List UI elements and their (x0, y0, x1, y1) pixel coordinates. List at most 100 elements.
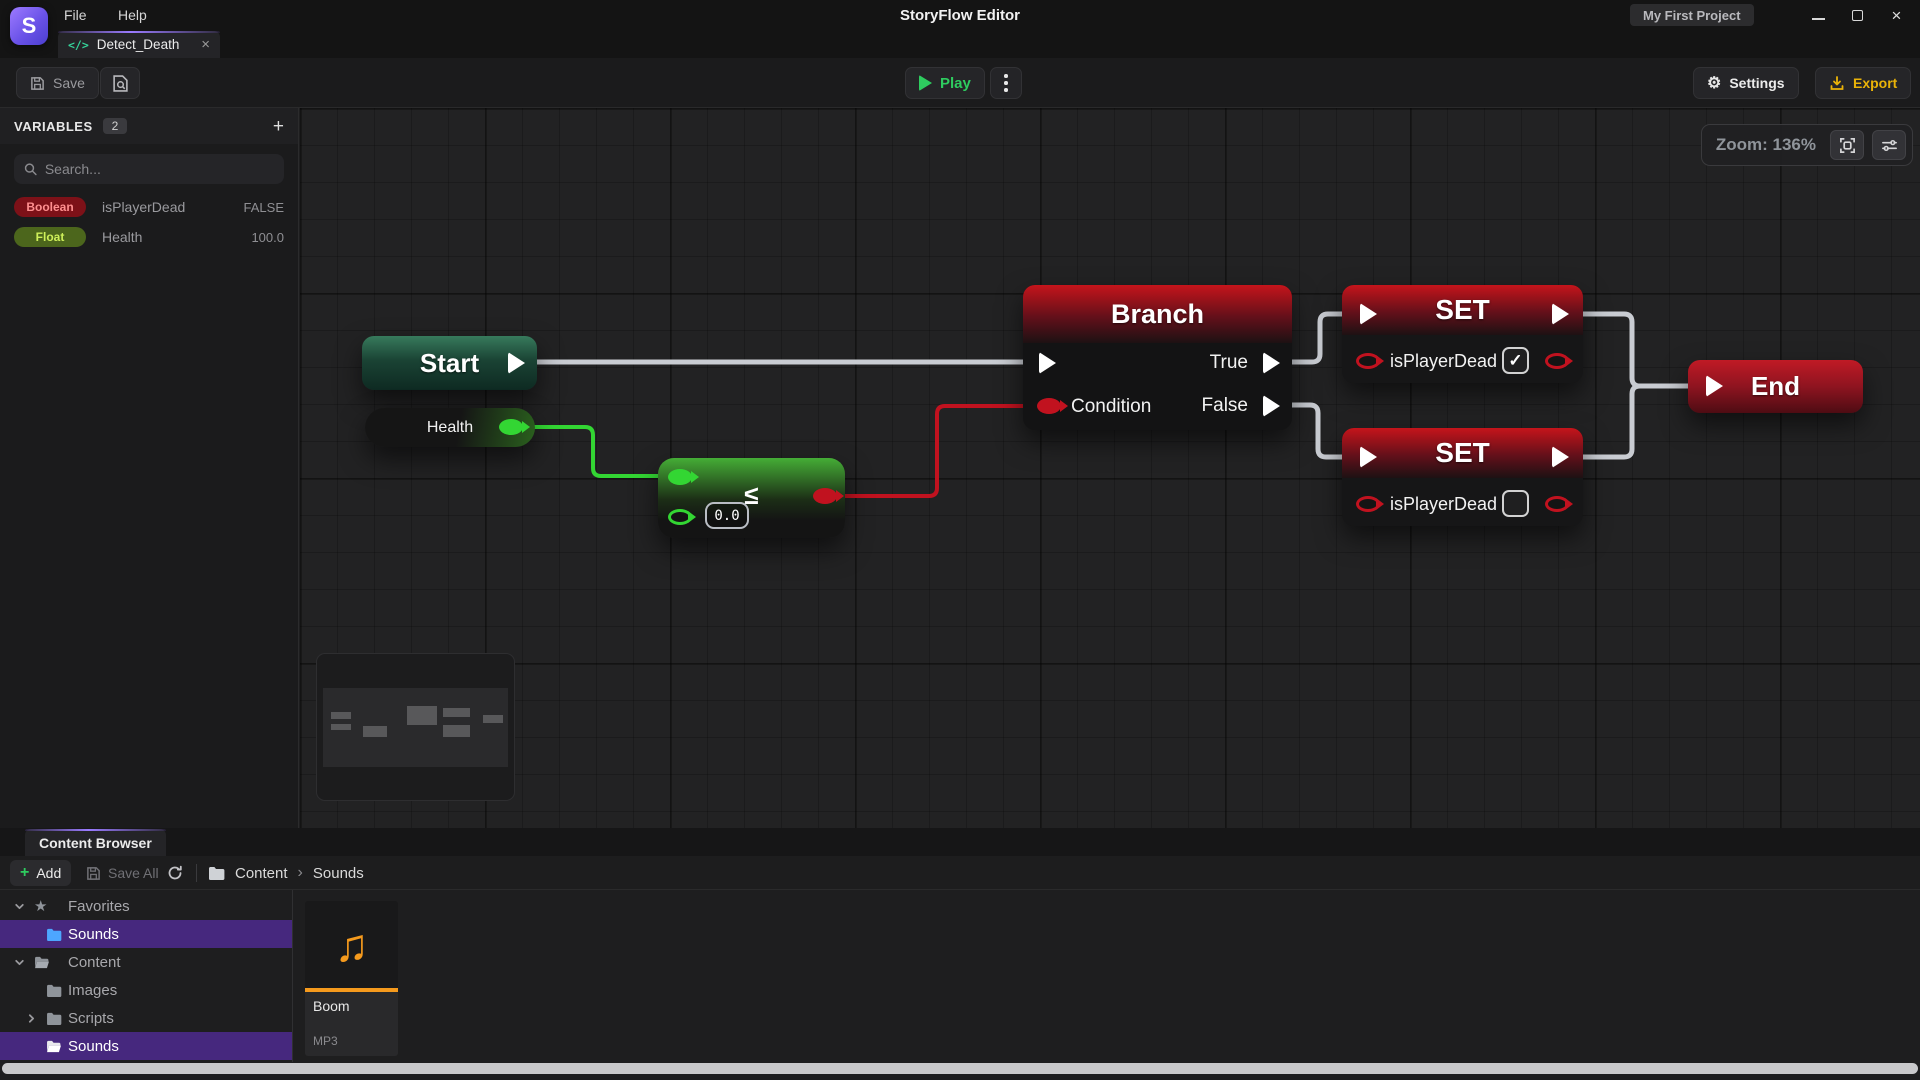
bool-output-port[interactable] (1545, 353, 1569, 369)
exec-input-port[interactable] (1039, 352, 1056, 374)
float-output-port[interactable] (499, 419, 523, 435)
tab-close-icon[interactable]: × (201, 36, 210, 53)
star-icon: ★ (34, 898, 48, 915)
node-end[interactable]: End (1688, 360, 1863, 413)
code-icon: </> (68, 37, 89, 52)
floppy-icon (31, 76, 44, 90)
bool-input-port[interactable] (1356, 353, 1380, 369)
menu-help[interactable]: Help (118, 7, 147, 23)
asset-card-boom[interactable]: ♫ Boom MP3 (305, 901, 398, 1056)
exec-output-port[interactable] (1552, 446, 1569, 468)
save-button[interactable]: Save (16, 67, 99, 99)
node-canvas[interactable]: Start Health ≤ 0.0 Branch (300, 108, 1920, 828)
file-search-button[interactable] (100, 67, 140, 99)
chevron-down-icon[interactable] (14, 901, 25, 912)
false-output-port[interactable] (1263, 395, 1280, 417)
value-checkbox-unchecked[interactable] (1502, 490, 1529, 517)
content-browser-tab-bar: Content Browser (0, 828, 1920, 856)
tree-item-favorite-sounds[interactable]: Sounds (0, 920, 292, 948)
folder-icon (46, 1012, 62, 1025)
fit-view-button[interactable] (1830, 130, 1864, 160)
true-output-port[interactable] (1263, 352, 1280, 374)
add-asset-button[interactable]: + Add (10, 860, 72, 886)
zoom-hud: Zoom: 136% (1700, 124, 1913, 166)
exec-output-port[interactable] (508, 352, 525, 374)
export-label: Export (1853, 75, 1898, 91)
play-icon (919, 75, 932, 91)
wire-setfalse-to-end[interactable] (1567, 383, 1695, 460)
plus-icon: + (20, 864, 30, 881)
node-start[interactable]: Start (362, 336, 537, 390)
condition-input-port[interactable] (1037, 398, 1061, 414)
chevron-right-icon[interactable] (26, 1013, 37, 1024)
tab-content-browser[interactable]: Content Browser (25, 829, 166, 856)
fit-view-icon (1839, 137, 1855, 153)
set-header: SET (1342, 428, 1583, 478)
breadcrumb-current[interactable]: Sounds (312, 864, 364, 882)
search-icon (24, 163, 37, 176)
bool-input-port[interactable] (1356, 496, 1380, 512)
more-options-button[interactable] (990, 67, 1022, 99)
main-area: VARIABLES 2 + Boolean isPlayerDead FALSE… (0, 108, 1920, 828)
maximize-button[interactable] (1850, 8, 1865, 23)
menu-file[interactable]: File (64, 7, 87, 23)
exec-output-port[interactable] (1552, 303, 1569, 325)
exec-input-port[interactable] (1360, 446, 1377, 468)
condition-label: Condition (1071, 396, 1152, 417)
compare-value-field[interactable]: 0.0 (705, 502, 749, 529)
play-label: Play (940, 74, 971, 92)
variable-row-isplayerdead[interactable]: Boolean isPlayerDead FALSE (0, 192, 298, 222)
refresh-icon (168, 865, 182, 880)
graph-settings-button[interactable] (1872, 130, 1906, 160)
breadcrumb-root[interactable]: Content (235, 864, 288, 882)
node-branch[interactable]: Branch Condition True False (1023, 285, 1292, 430)
variable-row-health[interactable]: Float Health 100.0 (0, 222, 298, 252)
file-search-icon (112, 74, 128, 92)
wire-health-to-compare[interactable] (526, 425, 664, 478)
minimize-button[interactable] (1811, 8, 1826, 23)
node-health-getter[interactable]: Health (365, 408, 535, 447)
tree-item-scripts[interactable]: Scripts (0, 1004, 292, 1032)
variable-search[interactable] (14, 154, 284, 184)
tree-item-sounds[interactable]: Sounds (0, 1032, 292, 1060)
node-set-isplayerdead-true[interactable]: SET isPlayerDead ✓ (1342, 285, 1583, 383)
float-input-port-b[interactable] (668, 509, 692, 525)
wire-false-to-set[interactable] (1267, 402, 1349, 460)
tree-item-images[interactable]: Images (0, 976, 292, 1004)
chevron-down-icon[interactable] (14, 957, 25, 968)
exec-input-port[interactable] (1360, 303, 1377, 325)
asset-type: MP3 (313, 1034, 338, 1048)
bool-output-port[interactable] (813, 488, 837, 504)
refresh-button[interactable] (160, 860, 190, 886)
save-all-button[interactable]: Save All (76, 860, 169, 886)
search-input[interactable] (44, 161, 274, 177)
add-variable-button[interactable]: + (272, 115, 284, 137)
wire-compare-to-condition[interactable] (833, 404, 1030, 498)
wire-true-to-set[interactable] (1267, 311, 1349, 365)
start-node-title: Start (419, 347, 480, 378)
horizontal-scrollbar[interactable] (2, 1063, 1918, 1074)
minimap-viewport[interactable] (323, 688, 508, 767)
value-checkbox-checked[interactable]: ✓ (1502, 347, 1529, 374)
play-button[interactable]: Play (905, 67, 985, 99)
node-compare-lte[interactable]: ≤ 0.0 (658, 458, 845, 538)
folder-icon (46, 984, 62, 997)
minimap[interactable] (316, 653, 515, 801)
bool-output-port[interactable] (1545, 496, 1569, 512)
tree-item-content[interactable]: Content (0, 948, 292, 976)
exec-input-port[interactable] (1706, 375, 1723, 397)
wire-settrue-to-end[interactable] (1567, 311, 1695, 389)
asset-grid[interactable]: ♫ Boom MP3 (294, 890, 1920, 1062)
node-set-isplayerdead-false[interactable]: SET isPlayerDead (1342, 428, 1583, 526)
settings-button[interactable]: ⚙ Settings (1693, 67, 1799, 99)
end-node-title: End (1750, 371, 1801, 401)
variables-title: VARIABLES (14, 118, 93, 134)
float-input-port-a[interactable] (668, 469, 692, 485)
tree-item-favorites[interactable]: ★ Favorites (0, 892, 292, 920)
close-button[interactable]: × (1891, 5, 1902, 25)
tab-detect-death[interactable]: </> Detect_Death × (58, 31, 220, 58)
variable-name: isPlayerDead (102, 199, 186, 215)
export-button[interactable]: Export (1815, 67, 1912, 99)
window-controls: × (1811, 0, 1904, 30)
asset-thumbnail: ♫ (305, 901, 398, 988)
